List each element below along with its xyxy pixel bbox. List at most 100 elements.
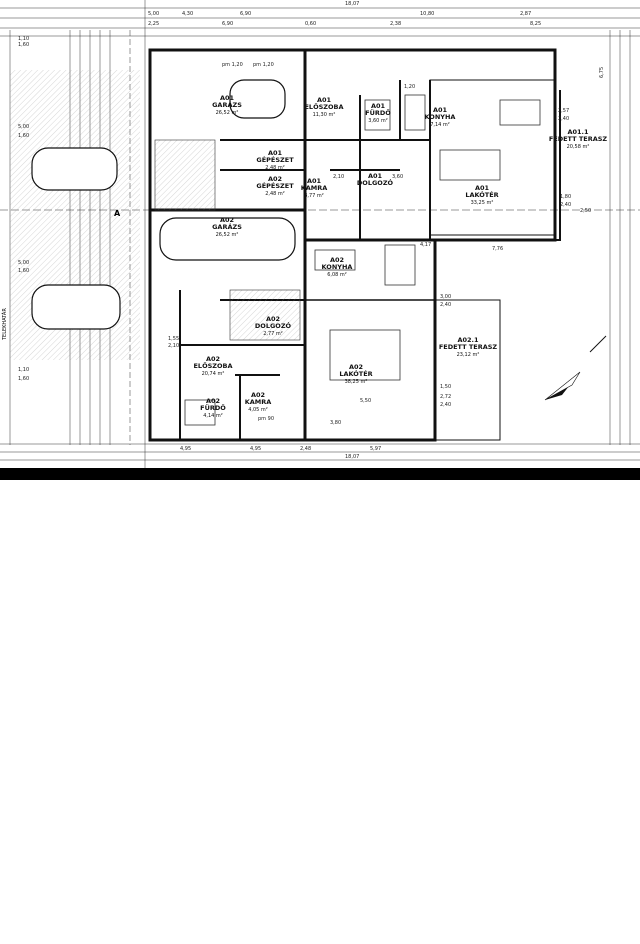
car-icon-parking-2 — [31, 284, 121, 330]
dim-misc-4: 2,40 — [558, 116, 569, 122]
room-area-a01-kitchen: 7,14 m² — [430, 122, 450, 128]
room-name-a01-hall: ELŐSZOBA — [304, 102, 343, 111]
room-name-a02-mechanical: GÉPÉSZET — [256, 181, 294, 190]
room-name-a02-pantry: KAMRA — [245, 398, 272, 406]
dim-top2-5: 8,25 — [530, 21, 541, 27]
room-name-a01-mechanical: GÉPÉSZET — [256, 155, 294, 164]
floor-plan-drawing: A TELEKHATÁR 18,07 18,07 5,00 4,30 6,90 … — [0, 0, 640, 470]
dim-bottom-3: 2,48 — [300, 446, 311, 452]
room-label-a02-living: A02 — [349, 363, 363, 371]
room-area-a02-garage: 26,52 m² — [216, 232, 239, 238]
cars — [31, 79, 296, 330]
room-area-a02-study: 2,77 m² — [263, 331, 283, 337]
dim-left-6: 1,60 — [18, 268, 29, 274]
building-walls — [148, 48, 561, 442]
section-mark-label: A — [114, 209, 121, 218]
room-name-a02-garage: GARÁZS — [212, 222, 242, 231]
room-label-a02-mechanical: A02 — [268, 175, 282, 183]
dim-left-1: 1,10 — [18, 36, 29, 42]
room-area-a02-terrace: 23,12 m² — [457, 352, 480, 358]
dim-top-3: 6,90 — [240, 11, 251, 17]
dim-top-1: 5,00 — [148, 11, 159, 17]
dim-left-4: 1,60 — [18, 133, 29, 139]
room-area-a01-mechanical: 2,48 m² — [265, 165, 285, 171]
device-bottom-bar — [0, 468, 640, 944]
car-icon-parking-1 — [31, 147, 118, 191]
room-label-a02-hall: A02 — [206, 355, 220, 363]
room-label-a02-kitchen: A02 — [330, 256, 344, 264]
dim-misc-11: 2,72 — [440, 394, 451, 400]
dim-misc-17: 5,50 — [360, 398, 371, 404]
dim-top-2: 4,30 — [182, 11, 193, 17]
dim-misc-21: 1,80 — [560, 194, 571, 200]
dim-left-3: 5,00 — [18, 124, 29, 130]
dim-misc-9: 2,40 — [440, 302, 451, 308]
room-area-a02-mechanical: 2,48 m² — [265, 191, 285, 197]
room-area-a02-hall: 20,74 m² — [202, 371, 225, 377]
dim-left-5: 5,00 — [18, 260, 29, 266]
room-area-a02-pantry: 4,05 m² — [248, 407, 268, 413]
dim-misc-1: pm 1,20 — [222, 62, 243, 68]
room-area-a01-bath: 3,60 m² — [368, 118, 388, 124]
room-label-a01-terrace: A01.1 — [567, 128, 589, 136]
north-arrow-icon — [544, 335, 607, 401]
dim-misc-5: 6,75 — [599, 67, 605, 78]
room-name-a02-study: DOLGOZÓ — [255, 321, 292, 330]
room-area-a01-garage: 26,52 m² — [216, 110, 239, 116]
dim-misc-23: 1,20 — [404, 84, 415, 90]
room-label-a02-pantry: A02 — [251, 391, 265, 399]
room-label-a02-terrace: A02.1 — [457, 336, 479, 344]
dim-bottom-4: 5,97 — [370, 446, 381, 452]
dim-left-8: 1,60 — [18, 376, 29, 382]
room-name-a02-kitchen: KONYHA — [322, 263, 353, 271]
dim-misc-8: 3,00 — [440, 294, 451, 300]
room-label-a01-mechanical: A01 — [268, 149, 283, 157]
dim-misc-20: 2,10 — [168, 343, 179, 349]
dim-top-5: 2,87 — [520, 11, 531, 17]
room-label-a01-living: A01 — [475, 184, 490, 192]
room-name-a02-bath: FÜRDŐ — [200, 403, 226, 412]
dim-misc-6: 2,50 — [580, 208, 591, 214]
bottom-total-dimension: 18,07 — [345, 454, 359, 460]
dim-misc-12: 2,40 — [440, 402, 451, 408]
dim-top2-2: 6,90 — [222, 21, 233, 27]
room-name-a01-garage: GARÁZS — [212, 100, 242, 109]
dim-left-2: 1,60 — [18, 42, 29, 48]
room-label-a01-garage: A01 — [220, 94, 235, 102]
dim-misc-13: 2,10 — [333, 174, 344, 180]
room-area-a01-pantry: 3,77 m² — [304, 193, 324, 199]
room-label-a01-bath: A01 — [371, 102, 386, 110]
car-icon-garage-a02 — [159, 217, 296, 261]
dim-top-4: 10,80 — [420, 11, 434, 17]
room-label-a01-study: A01 — [368, 172, 383, 180]
room-label-a02-study: A02 — [266, 315, 280, 323]
room-name-a01-study: DOLGOZÓ — [357, 178, 394, 187]
lot-boundary-label: TELEKHATÁR — [1, 308, 8, 341]
dim-misc-14: 3,60 — [392, 174, 403, 180]
room-area-a01-terrace: 20,58 m² — [567, 144, 590, 150]
room-label-a02-bath: A02 — [206, 397, 220, 405]
total-width-dimension: 18,07 — [345, 1, 359, 7]
furniture — [154, 94, 541, 426]
room-label-a01-kitchen: A01 — [433, 106, 448, 114]
room-name-a02-living: LAKÓTÉR — [339, 369, 372, 378]
car-icon-garage-a01 — [229, 79, 286, 119]
dim-top2-1: 2,25 — [148, 21, 159, 27]
dim-bottom-2: 4,95 — [250, 446, 261, 452]
room-name-a01-pantry: KAMRA — [301, 184, 328, 192]
room-name-a01-kitchen: KONYHA — [425, 113, 456, 121]
room-area-a02-kitchen: 6,08 m² — [327, 272, 347, 278]
room-label-a01-hall: A01 — [317, 96, 332, 104]
room-labels: A01 GARÁZS 26,52 m² A01 ELŐSZOBA 11,30 m… — [193, 94, 607, 419]
dim-top2-4: 2,38 — [390, 21, 401, 27]
room-name-a02-hall: ELŐSZOBA — [193, 361, 232, 370]
dim-misc-15: 3,80 — [330, 420, 341, 426]
dim-misc-10: 1,50 — [440, 384, 451, 390]
dim-misc-18: pm 90 — [258, 416, 274, 422]
room-label-a01-pantry: A01 — [307, 177, 322, 185]
room-label-a02-garage: A02 — [220, 216, 234, 224]
room-name-a01-terrace: FEDETT TERASZ — [549, 135, 608, 143]
room-name-a01-bath: FÜRDŐ — [365, 108, 391, 117]
dim-top2-3: 0,60 — [305, 21, 316, 27]
dim-misc-22: 2,40 — [560, 202, 571, 208]
